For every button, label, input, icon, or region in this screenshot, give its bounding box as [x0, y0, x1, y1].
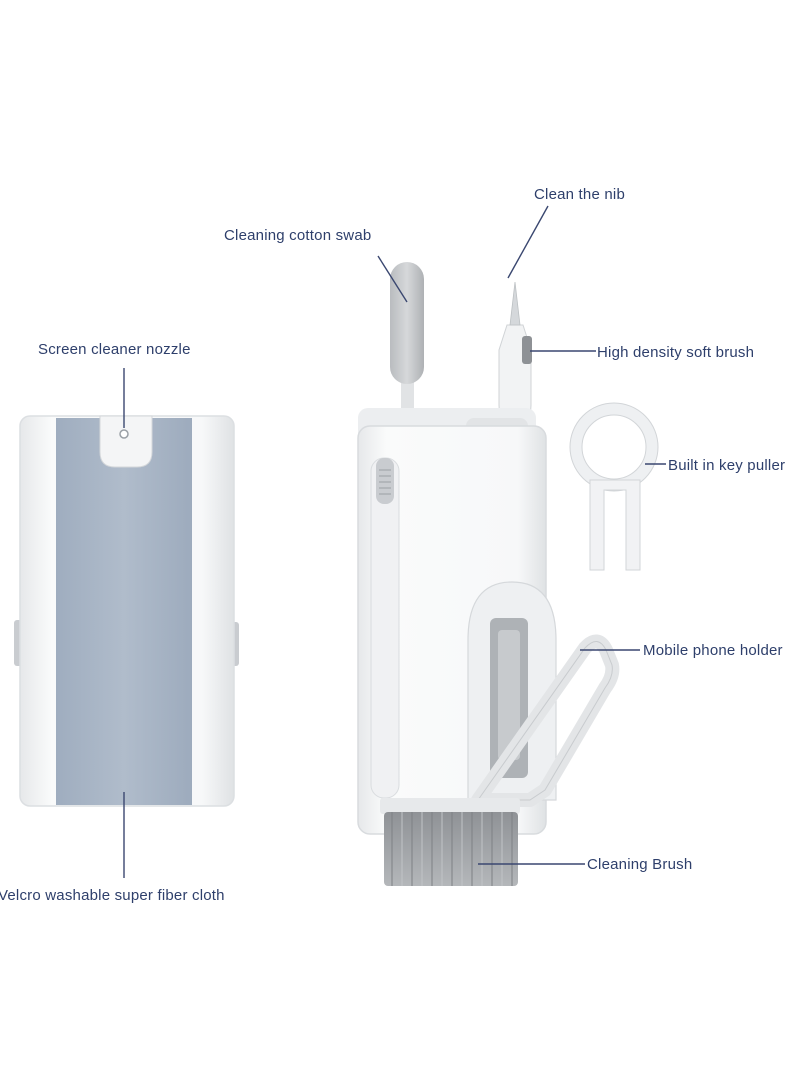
- cleaner-front-view: [357, 262, 620, 886]
- soft-brush-label: High density soft brush: [597, 344, 755, 361]
- cleaner-back-view: [14, 368, 239, 878]
- screen-cleaner-nozzle-label: Screen cleaner nozzle: [38, 341, 191, 358]
- fiber-cloth-pad: [56, 418, 192, 805]
- key-puller-label: Built in key puller: [668, 457, 786, 474]
- phone-holder-label: Mobile phone holder: [643, 642, 783, 659]
- brush-base: [380, 798, 520, 814]
- clean-nib-label: Clean the nib: [534, 186, 625, 203]
- spray-nozzle-icon: [119, 429, 129, 439]
- cleaning-brush-label: Cleaning Brush: [587, 856, 693, 873]
- fiber-cloth-label: Velcro washable super fiber cloth: [0, 887, 225, 904]
- soft-brush-tuft: [522, 336, 532, 364]
- cotton-swab-label: Cleaning cotton swab: [224, 227, 372, 244]
- slider-button: [376, 458, 394, 504]
- cleaning-brush-bristles: [384, 812, 518, 886]
- side-rail: [370, 457, 400, 799]
- cotton-swab-tip: [390, 262, 424, 384]
- nib-tip: [509, 281, 521, 326]
- leader-lines: [377, 205, 666, 865]
- key-puller: [569, 402, 659, 571]
- nozzle-cutout: [99, 415, 153, 468]
